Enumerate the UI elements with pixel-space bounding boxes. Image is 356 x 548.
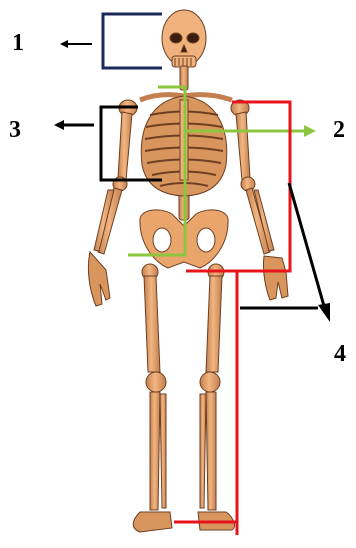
left-arm	[88, 100, 137, 306]
arrow-3	[54, 120, 94, 130]
arrow-1	[60, 40, 92, 48]
right-leg	[198, 264, 234, 530]
left-leg	[133, 264, 172, 532]
skull	[162, 10, 206, 67]
label-4: 4	[334, 342, 346, 366]
label-3: 3	[9, 118, 21, 142]
label-2: 2	[333, 118, 345, 142]
label-1: 1	[12, 31, 24, 55]
arrow-2	[304, 125, 316, 137]
head-bracket	[103, 14, 162, 68]
